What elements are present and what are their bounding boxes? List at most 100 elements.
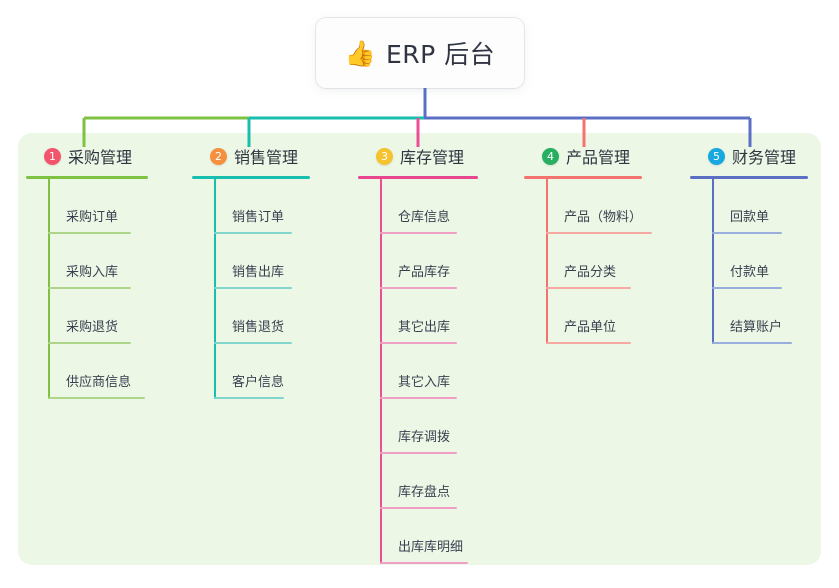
leaf-item-label: 回款单 [730,210,770,225]
module-header-1[interactable]: 1 采购管理 [26,143,148,169]
module-header-underline [690,176,808,179]
leaf-item-underline [214,342,292,344]
leaf-item-label: 其它入库 [398,375,451,390]
leaf-item-label: 出库库明细 [398,540,464,555]
leaf-item-label: 供应商信息 [66,375,132,390]
module-header-3[interactable]: 3 库存管理 [358,143,478,169]
leaf-item[interactable]: 库存盘点 [358,454,478,509]
leaf-item[interactable]: 其它入库 [358,344,478,399]
module-title: 财务管理 [732,148,797,167]
module-leaf-list: 采购订单采购入库采购退货供应商信息 [26,179,148,399]
leaf-item-label: 库存调拨 [398,430,451,445]
leaf-item[interactable]: 产品库存 [358,234,478,289]
module-leaf-list: 产品（物料） 产品分类产品单位 [524,179,652,344]
leaf-item[interactable]: 采购退货 [26,289,148,344]
module-vertical-rail [546,179,548,344]
module-index-badge: 5 [708,147,725,165]
module-index-badge: 1 [44,147,61,165]
module-index-badge: 4 [542,147,559,165]
leaf-item-underline [546,342,631,344]
root-node-erp-backend[interactable]: 👍 ERP 后台 [316,18,524,88]
module-leaf-list: 回款单付款单结算账户 [690,179,808,344]
leaf-item-label: 销售出库 [232,265,285,280]
leaf-item-underline [380,342,457,344]
leaf-item-underline [712,232,782,234]
module-column-1: 1 采购管理采购订单采购入库采购退货供应商信息 [26,143,148,399]
root-node-label: ERP 后台 [385,40,496,69]
module-column-3: 3 库存管理仓库信息产品库存其它出库其它入库库存调拨库存盘点出库库明细 [358,143,478,564]
module-index-badge: 3 [376,147,393,165]
leaf-item-underline [214,232,292,234]
leaf-item[interactable]: 销售退货 [192,289,310,344]
modules-panel [18,133,821,565]
leaf-item[interactable]: 采购入库 [26,234,148,289]
leaf-item-underline [380,397,457,399]
leaf-item-underline [214,397,284,399]
leaf-item-underline [380,507,457,509]
module-header-underline [26,176,148,179]
leaf-item-label: 客户信息 [232,375,285,390]
module-title: 销售管理 [234,148,299,167]
module-title: 库存管理 [400,148,465,167]
module-vertical-rail [48,179,50,399]
leaf-item[interactable]: 销售订单 [192,179,310,234]
leaf-item-underline [48,232,131,234]
leaf-item-underline [380,287,457,289]
module-column-4: 4 产品管理产品（物料） 产品分类产品单位 [524,143,652,344]
module-header-underline [192,176,310,179]
leaf-item[interactable]: 供应商信息 [26,344,148,399]
leaf-item-label: 销售订单 [232,210,285,225]
module-vertical-rail [380,179,382,564]
thumbs-up-icon: 👍 [344,38,376,68]
leaf-item[interactable]: 客户信息 [192,344,310,399]
leaf-item-underline [546,287,631,289]
leaf-item-label: 销售退货 [232,320,285,335]
module-header-2[interactable]: 2 销售管理 [192,143,310,169]
module-header-underline [358,176,478,179]
leaf-item[interactable]: 仓库信息 [358,179,478,234]
module-header-4[interactable]: 4 产品管理 [524,143,642,169]
leaf-item-label: 产品分类 [564,265,617,280]
module-index-badge: 2 [210,147,227,165]
leaf-item-label: 结算账户 [730,320,783,335]
leaf-item[interactable]: 出库库明细 [358,509,478,564]
leaf-item-label: 其它出库 [398,320,451,335]
leaf-item-underline [380,232,457,234]
leaf-item-underline [48,287,131,289]
leaf-item[interactable]: 产品（物料） [524,179,652,234]
leaf-item-underline [712,287,782,289]
leaf-item-label: 库存盘点 [398,485,451,500]
leaf-item[interactable]: 产品单位 [524,289,642,344]
module-title: 产品管理 [566,148,631,167]
leaf-item[interactable]: 其它出库 [358,289,478,344]
leaf-item-label: 采购退货 [66,320,119,335]
leaf-item-underline [48,342,131,344]
module-header-5[interactable]: 5 财务管理 [690,143,808,169]
module-column-5: 5 财务管理回款单付款单结算账户 [690,143,808,344]
leaf-item-label: 采购订单 [66,210,119,225]
module-leaf-list: 仓库信息产品库存其它出库其它入库库存调拨库存盘点出库库明细 [358,179,478,564]
leaf-item-label: 产品库存 [398,265,451,280]
leaf-item-underline [214,287,292,289]
root-node-content: 👍 ERP 后台 [345,35,495,71]
module-column-2: 2 销售管理销售订单销售出库销售退货客户信息 [192,143,310,399]
leaf-item[interactable]: 销售出库 [192,234,310,289]
module-vertical-rail [712,179,714,344]
leaf-item[interactable]: 库存调拨 [358,399,478,454]
module-title: 采购管理 [68,148,133,167]
module-leaf-list: 销售订单销售出库销售退货客户信息 [192,179,310,399]
leaf-item-underline [546,232,652,234]
leaf-item[interactable]: 采购订单 [26,179,148,234]
leaf-item-underline [712,342,792,344]
leaf-item-label: 仓库信息 [398,210,451,225]
leaf-item-label: 产品单位 [564,320,617,335]
leaf-item[interactable]: 产品分类 [524,234,642,289]
module-header-underline [524,176,642,179]
leaf-item-underline [380,562,468,564]
leaf-item[interactable]: 结算账户 [690,289,808,344]
leaf-item-label: 产品（物料） [564,210,643,225]
leaf-item[interactable]: 回款单 [690,179,808,234]
module-vertical-rail [214,179,216,399]
leaf-item[interactable]: 付款单 [690,234,808,289]
